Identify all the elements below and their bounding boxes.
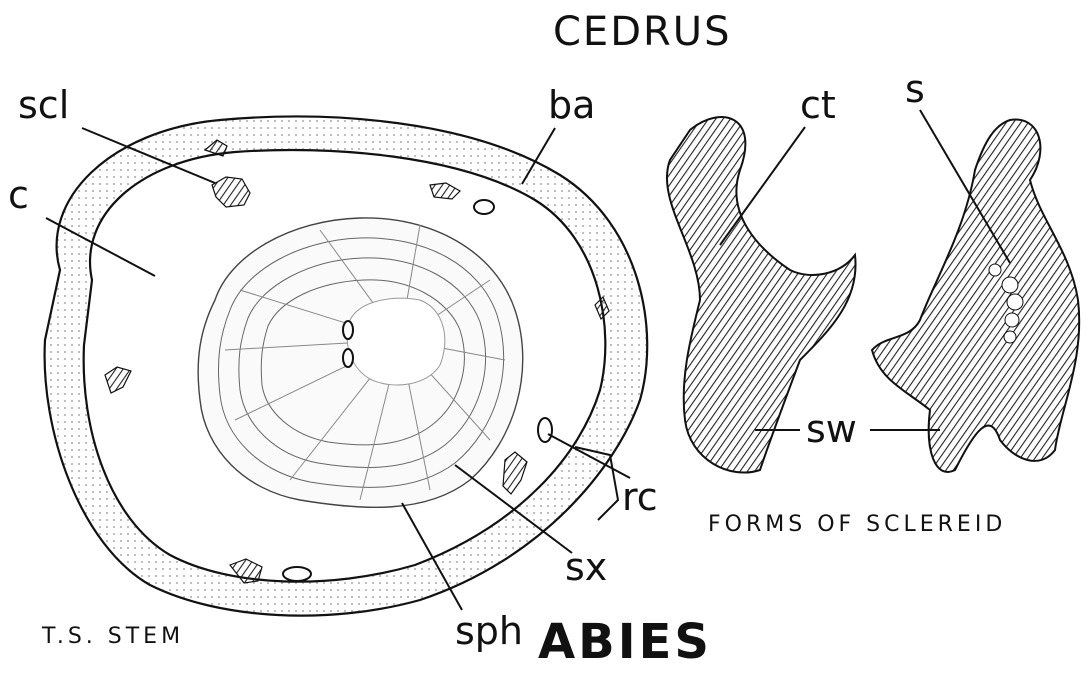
caption-forms-of-sclereid: FORMS OF SCLEREID <box>708 514 1006 536</box>
label-c: c <box>8 176 29 214</box>
title-abies: ABIES <box>538 618 712 666</box>
label-sw: sw <box>806 410 857 448</box>
sclereid-s-drawing <box>872 120 1079 472</box>
label-sph: sph <box>455 612 523 650</box>
label-s: s <box>905 70 925 108</box>
label-scl: scl <box>18 86 69 124</box>
pith <box>347 298 445 385</box>
label-ba: ba <box>548 86 595 124</box>
label-rc: rc <box>622 478 658 516</box>
title-cedrus: CEDRUS <box>553 12 731 52</box>
caption-ts-stem: T.S. STEM <box>42 626 184 648</box>
label-sx: sx <box>565 548 607 586</box>
label-ct: ct <box>800 86 836 124</box>
